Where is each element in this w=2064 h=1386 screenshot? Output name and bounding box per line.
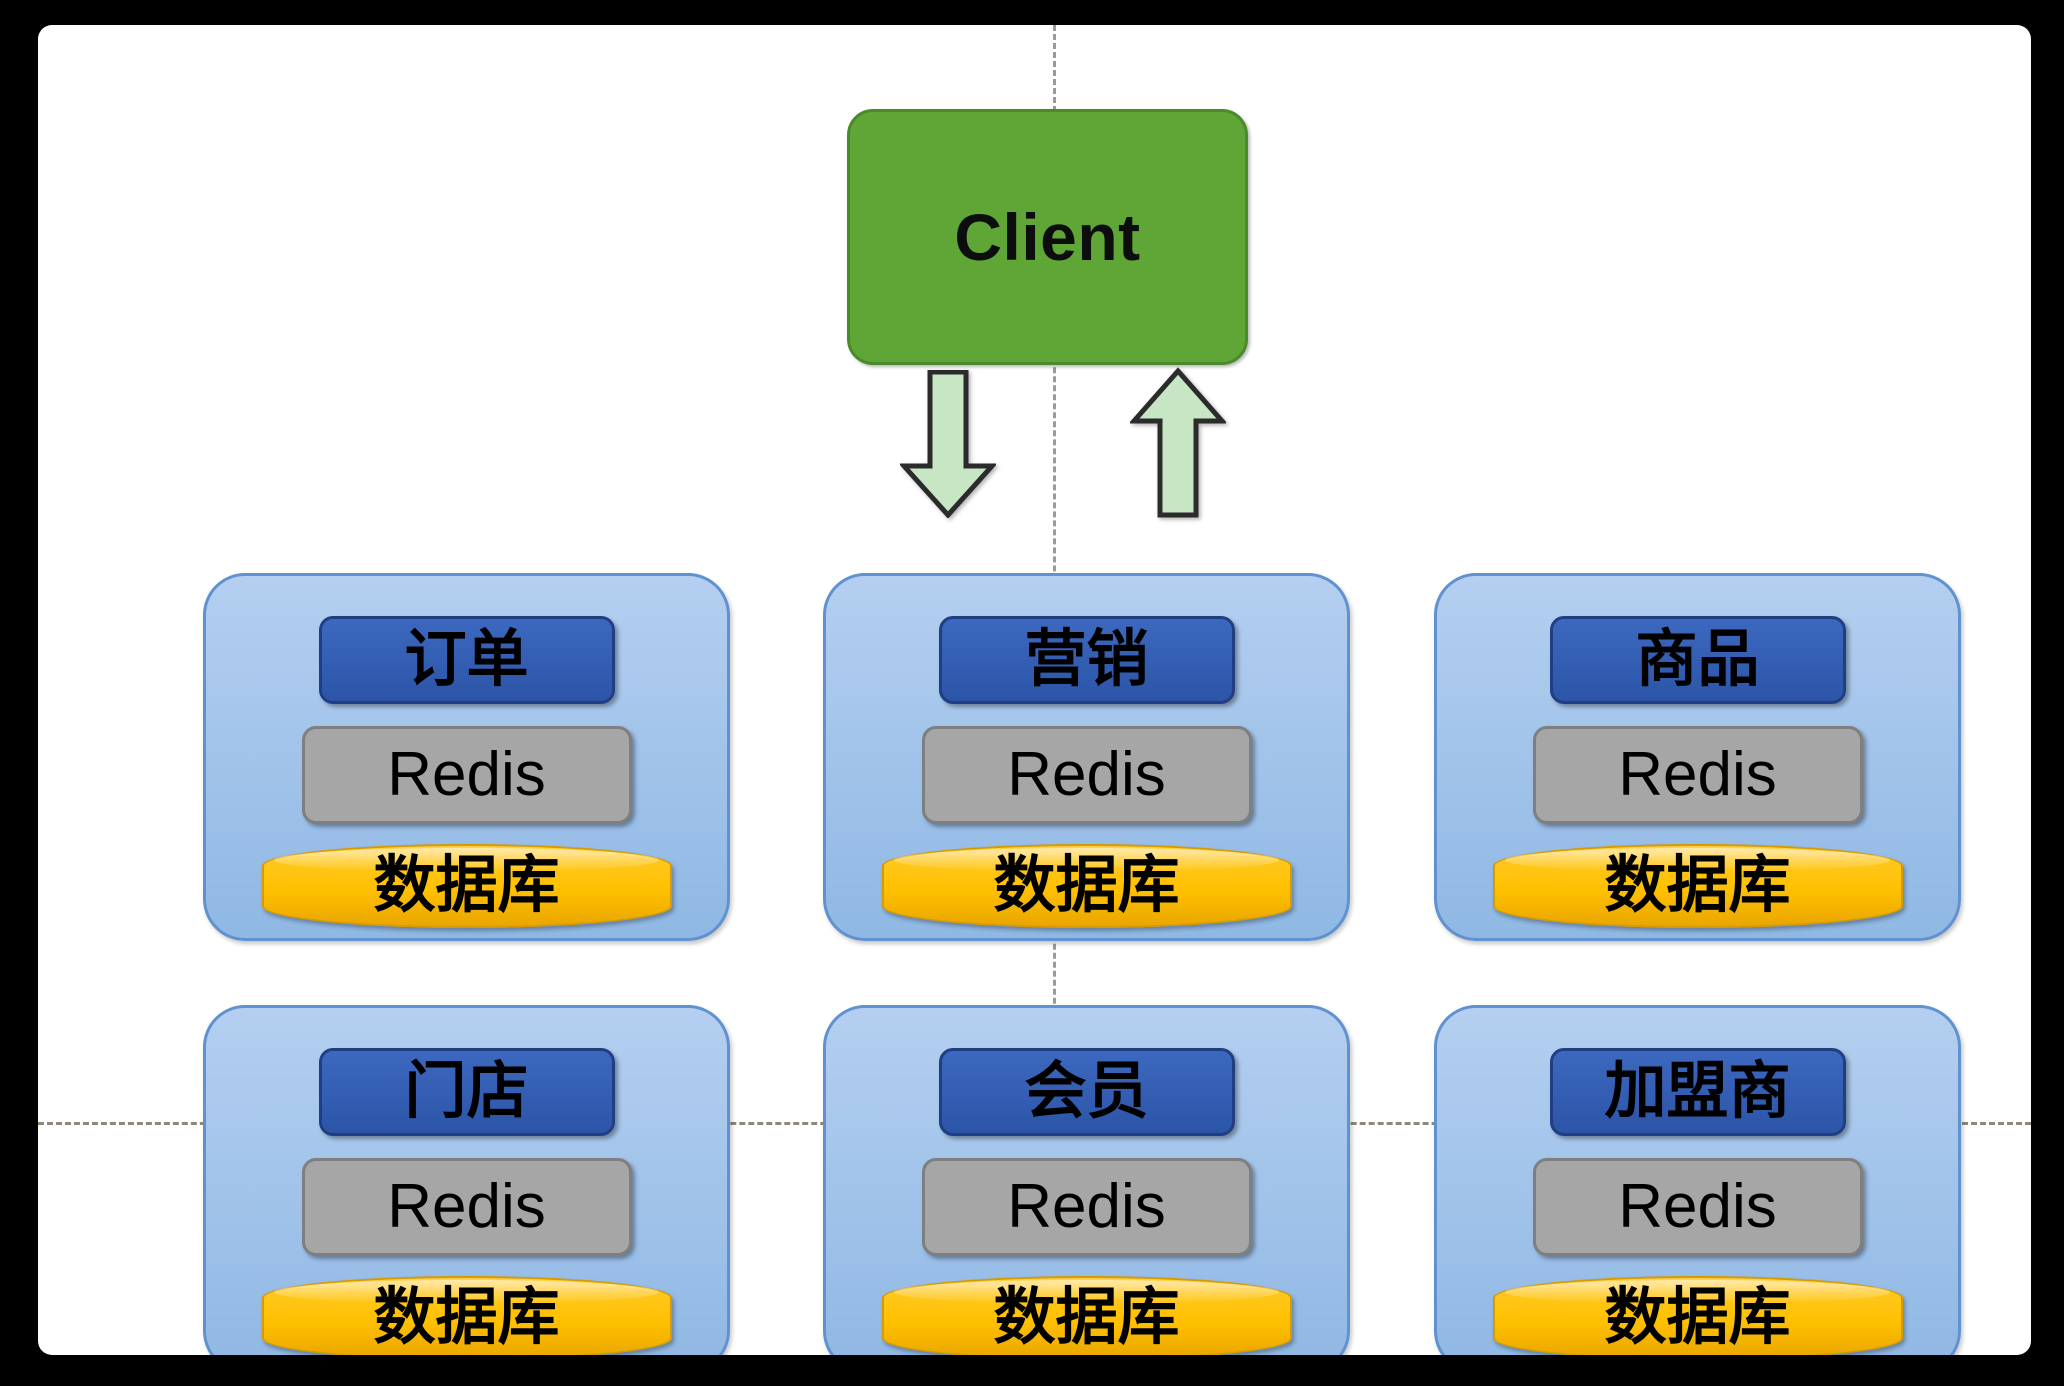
cache-chip[interactable]: Redis: [921, 726, 1252, 824]
service-card-franchisee[interactable]: 加盟商 Redis 数据库: [1434, 1005, 1961, 1355]
cache-chip[interactable]: Redis: [1532, 726, 1863, 824]
service-card-store[interactable]: 门店 Redis 数据库: [203, 1005, 730, 1355]
service-name-label: 订单: [404, 625, 529, 694]
cache-label: Redis: [387, 1172, 546, 1241]
service-card-order[interactable]: 订单 Redis 数据库: [203, 573, 730, 941]
service-name-label: 加盟商: [1604, 1057, 1791, 1126]
cache-label: Redis: [1618, 1172, 1777, 1241]
cache-chip[interactable]: Redis: [301, 1158, 632, 1256]
service-name-chip[interactable]: 商品: [1549, 616, 1846, 704]
database-cylinder-icon[interactable]: 数据库: [1492, 1276, 1903, 1355]
service-name-chip[interactable]: 订单: [318, 616, 615, 704]
request-arrow-down-icon: [898, 369, 998, 523]
diagram-canvas: Client 订单 Redis 数据库 营销 Redis: [38, 25, 2031, 1355]
client-node[interactable]: Client: [847, 109, 1248, 365]
cache-chip[interactable]: Redis: [921, 1158, 1252, 1256]
response-arrow-up-icon: [1128, 367, 1228, 524]
database-label: 数据库: [993, 851, 1180, 920]
cache-label: Redis: [1007, 1172, 1166, 1241]
database-cylinder-icon[interactable]: 数据库: [881, 1276, 1292, 1355]
database-cylinder-icon[interactable]: 数据库: [881, 844, 1292, 928]
cache-chip[interactable]: Redis: [1532, 1158, 1863, 1256]
service-name-label: 营销: [1024, 625, 1149, 694]
service-name-chip[interactable]: 营销: [938, 616, 1235, 704]
database-label: 数据库: [1604, 851, 1791, 920]
database-cylinder-icon[interactable]: 数据库: [261, 844, 672, 928]
service-name-label: 会员: [1024, 1057, 1149, 1126]
service-card-product[interactable]: 商品 Redis 数据库: [1434, 573, 1961, 941]
cache-label: Redis: [1007, 740, 1166, 809]
service-card-member[interactable]: 会员 Redis 数据库: [823, 1005, 1350, 1355]
service-name-label: 门店: [404, 1057, 529, 1126]
cache-label: Redis: [1618, 740, 1777, 809]
cache-chip[interactable]: Redis: [301, 726, 632, 824]
service-name-label: 商品: [1635, 625, 1760, 694]
database-label: 数据库: [373, 1283, 560, 1352]
client-label: Client: [954, 200, 1141, 274]
service-name-chip[interactable]: 会员: [938, 1048, 1235, 1136]
database-label: 数据库: [993, 1283, 1180, 1352]
service-name-chip[interactable]: 门店: [318, 1048, 615, 1136]
database-cylinder-icon[interactable]: 数据库: [1492, 844, 1903, 928]
cache-label: Redis: [387, 740, 546, 809]
service-name-chip[interactable]: 加盟商: [1549, 1048, 1846, 1136]
service-card-marketing[interactable]: 营销 Redis 数据库: [823, 573, 1350, 941]
database-label: 数据库: [373, 851, 560, 920]
database-cylinder-icon[interactable]: 数据库: [261, 1276, 672, 1355]
database-label: 数据库: [1604, 1283, 1791, 1352]
